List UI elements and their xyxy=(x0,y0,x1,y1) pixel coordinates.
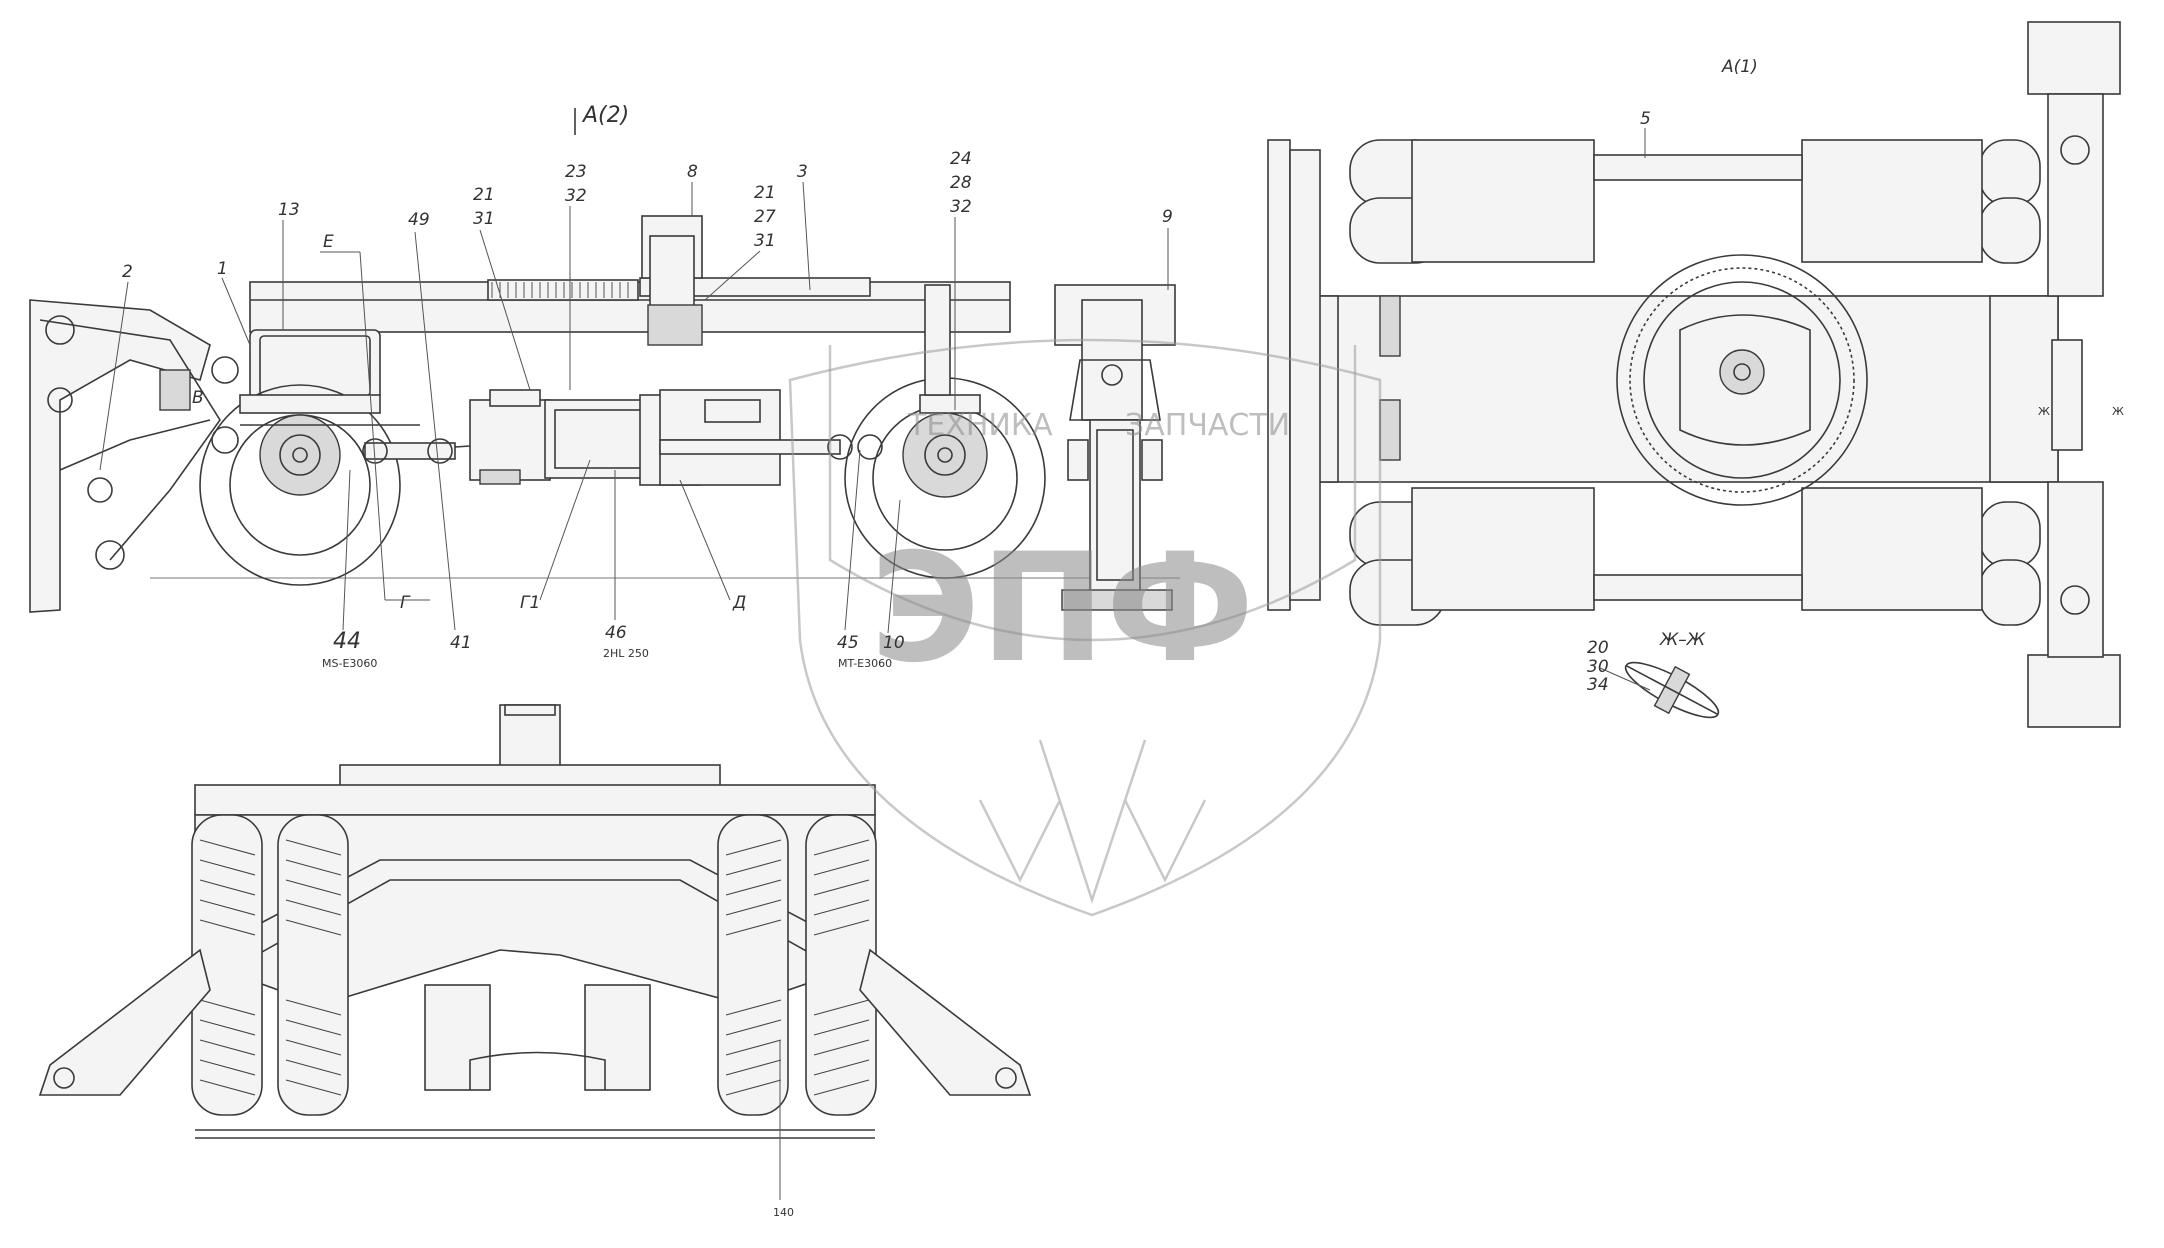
tailgate-arm xyxy=(29,299,211,613)
callout-28: 28 xyxy=(950,173,972,193)
mark-g1: Г1 xyxy=(520,593,540,613)
callout-8: 8 xyxy=(687,162,698,182)
callout-46: 46 xyxy=(605,623,627,643)
front-hub xyxy=(259,414,341,496)
callout-9: 9 xyxy=(1162,207,1173,227)
transfer-case xyxy=(469,399,551,481)
watermark-letters: ЭПФ xyxy=(870,522,1254,696)
callout-21a: 21 xyxy=(473,185,495,205)
plan-fender-front-top xyxy=(1411,139,1595,263)
upper-plate xyxy=(639,277,871,297)
callout-30: 30 xyxy=(1587,657,1609,677)
callout-13: 13 xyxy=(278,200,300,220)
callout-31b: 31 xyxy=(754,231,776,251)
front-axle-bar xyxy=(239,394,381,414)
callout-10: 10 xyxy=(883,633,905,653)
rear-drive-shaft xyxy=(659,439,841,455)
plan-slewing-ring xyxy=(1616,254,1868,506)
labels: А(2) А(1) Ж–Ж Е В Г Г1 Д Ж Ж 1 2 3 5 8 9… xyxy=(99,57,2124,1219)
fv-outrigger-right xyxy=(859,948,1032,1096)
callout-27: 27 xyxy=(754,207,776,227)
mark-d: Д xyxy=(732,593,746,613)
callout-32a: 32 xyxy=(565,186,587,206)
plan-rail-bottom xyxy=(1593,574,1803,601)
code-ms-e3060: MS-E3060 xyxy=(322,657,377,670)
pivot-base xyxy=(647,304,703,346)
mark-v: В xyxy=(192,388,204,408)
plan-tire-3 xyxy=(1979,139,2041,206)
plan-view xyxy=(1267,21,2121,728)
plan-fender-front-bottom xyxy=(1411,487,1595,611)
watermark: ТЕХНИКА ЗАПЧАСТИ ЭПФ xyxy=(788,338,1382,917)
outrigger-foot xyxy=(1061,589,1173,611)
plan-fender-rear-top xyxy=(1801,139,1983,263)
callout-32b: 32 xyxy=(950,197,972,217)
slewing-ring-top xyxy=(487,279,639,301)
plan-main-frame xyxy=(1277,295,2059,483)
callout-34: 34 xyxy=(1587,675,1609,695)
fv-tire-3 xyxy=(717,814,789,1116)
front-view xyxy=(38,704,1032,1139)
front-drive-shaft xyxy=(364,442,456,460)
callout-45: 45 xyxy=(837,633,859,653)
mark-zh-right: Ж xyxy=(2112,405,2124,418)
callout-20: 20 xyxy=(1587,638,1609,658)
outrigger-top xyxy=(2027,21,2121,95)
code-2hl-250: 2HL 250 xyxy=(603,647,649,660)
callout-24: 24 xyxy=(950,149,972,169)
plan-push-plate xyxy=(1267,139,1291,611)
callout-3: 3 xyxy=(797,162,808,182)
watermark-shield xyxy=(788,338,1382,917)
watermark-text-left: ТЕХНИКА xyxy=(907,408,1053,443)
view-label-a1: А(1) xyxy=(1721,57,1758,77)
fv-bracket-right xyxy=(584,984,651,1091)
plan-tire-4 xyxy=(1979,197,2041,264)
outrigger-bottom xyxy=(2027,654,2121,728)
callout-1: 1 xyxy=(217,259,228,279)
mark-e: Е xyxy=(323,232,334,252)
code-mt-e3060: MT-E3060 xyxy=(838,657,892,670)
callout-41: 41 xyxy=(450,633,472,653)
mark-g: Г xyxy=(400,593,411,613)
front-wheel xyxy=(199,384,401,586)
callout-31a: 31 xyxy=(473,209,495,229)
section-label-zh: Ж–Ж xyxy=(1659,630,1706,650)
side-view xyxy=(29,215,1180,613)
plan-rail-top xyxy=(1593,154,1803,181)
plan-fender-rear-bottom xyxy=(1801,487,1983,611)
callout-5: 5 xyxy=(1640,109,1651,129)
watermark-text-right: ЗАПЧАСТИ xyxy=(1125,408,1290,443)
fv-bracket-left xyxy=(424,984,491,1091)
callout-44: 44 xyxy=(333,629,361,654)
callout-140: 140 xyxy=(773,1206,794,1219)
fv-outrigger-left xyxy=(38,948,211,1096)
fv-tire-2 xyxy=(277,814,349,1116)
plan-tire-8 xyxy=(1979,559,2041,626)
plan-tire-7 xyxy=(1979,501,2041,568)
callout-2: 2 xyxy=(122,262,133,282)
callout-23: 23 xyxy=(565,162,587,182)
section-detail xyxy=(1624,661,1720,719)
callout-49: 49 xyxy=(408,210,430,230)
view-label-a2: А(2) xyxy=(581,103,629,128)
callout-21b: 21 xyxy=(754,183,776,203)
mark-zh-left: Ж xyxy=(2038,405,2050,418)
